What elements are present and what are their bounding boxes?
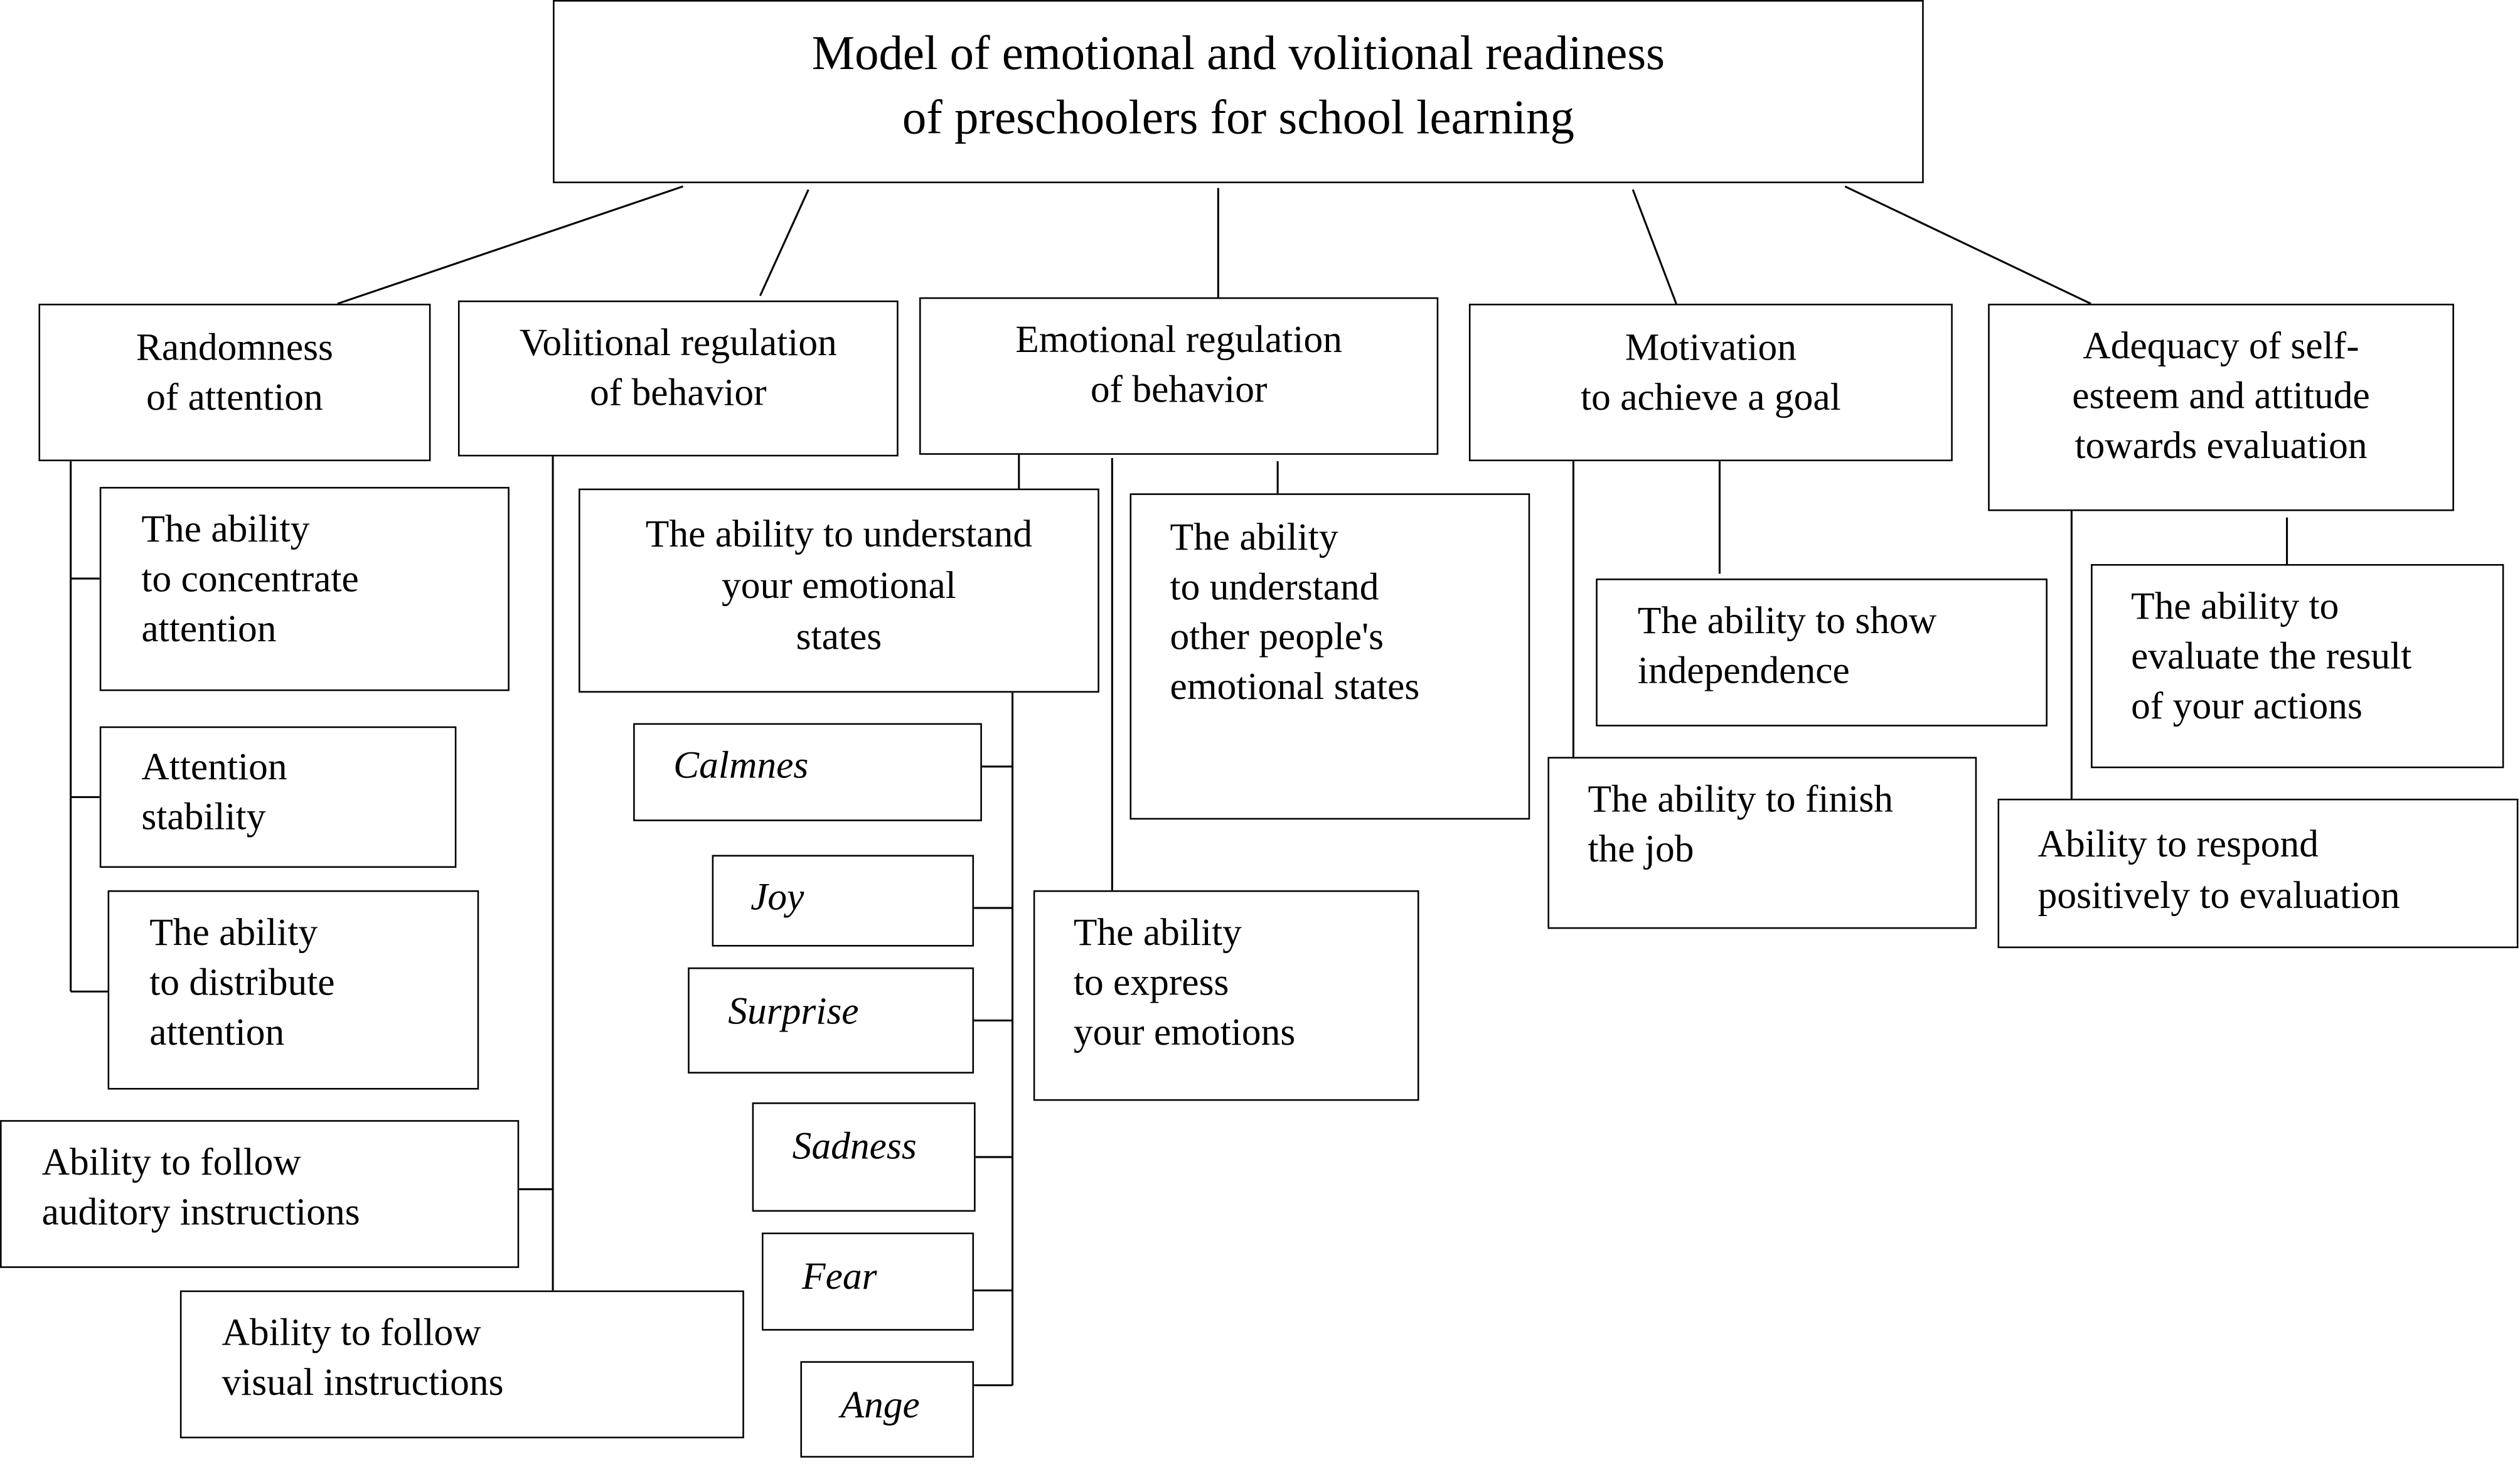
adequacy-of-self-esteem: Adequacy of self- esteem and attitude to… — [1988, 304, 2454, 511]
follow-visual-instructions: Ability to follow visual instructions — [179, 1290, 744, 1439]
follow-auditory-instructions: Ability to follow auditory instructions — [0, 1120, 520, 1268]
motivation: Motivation to achieve a goal — [1468, 304, 1953, 462]
volitional-regulation: Volitional regulation of behavior — [457, 300, 899, 457]
respond-positively-to-evaluation: Ability to respond positively to evaluat… — [1997, 798, 2519, 949]
attention-stability: Attention stability — [99, 726, 457, 868]
ability-distribute-attention: The ability to distribute attention — [107, 890, 479, 1090]
ability-concentrate-attention: The ability to concentrate attention — [99, 487, 510, 691]
emotional-regulation: Emotional regulation of behavior — [919, 297, 1439, 455]
evaluate-result-of-actions: The ability to evaluate the result of yo… — [2091, 563, 2504, 769]
emotion-sadness: Sadness — [752, 1102, 976, 1212]
express-emotions: The ability to express your emotions — [1033, 890, 1419, 1101]
randomness-of-attention: Randomness of attention — [38, 304, 431, 462]
emotion-joy: Joy — [712, 855, 974, 947]
understand-others-emotions: The ability to understand other people's… — [1129, 493, 1530, 820]
model-title: Model of emotional and volitional readin… — [553, 0, 1924, 183]
show-independence: The ability to show independence — [1596, 579, 2048, 727]
emotion-surprise: Surprise — [688, 967, 974, 1074]
understand-own-emotions: The ability to understand your emotional… — [579, 488, 1099, 693]
finish-the-job: The ability to finish the job — [1547, 757, 1977, 929]
emotion-calmness: Calmnes — [633, 723, 982, 821]
emotion-fear: Fear — [762, 1232, 974, 1331]
emotion-anger: Ange — [800, 1361, 974, 1458]
